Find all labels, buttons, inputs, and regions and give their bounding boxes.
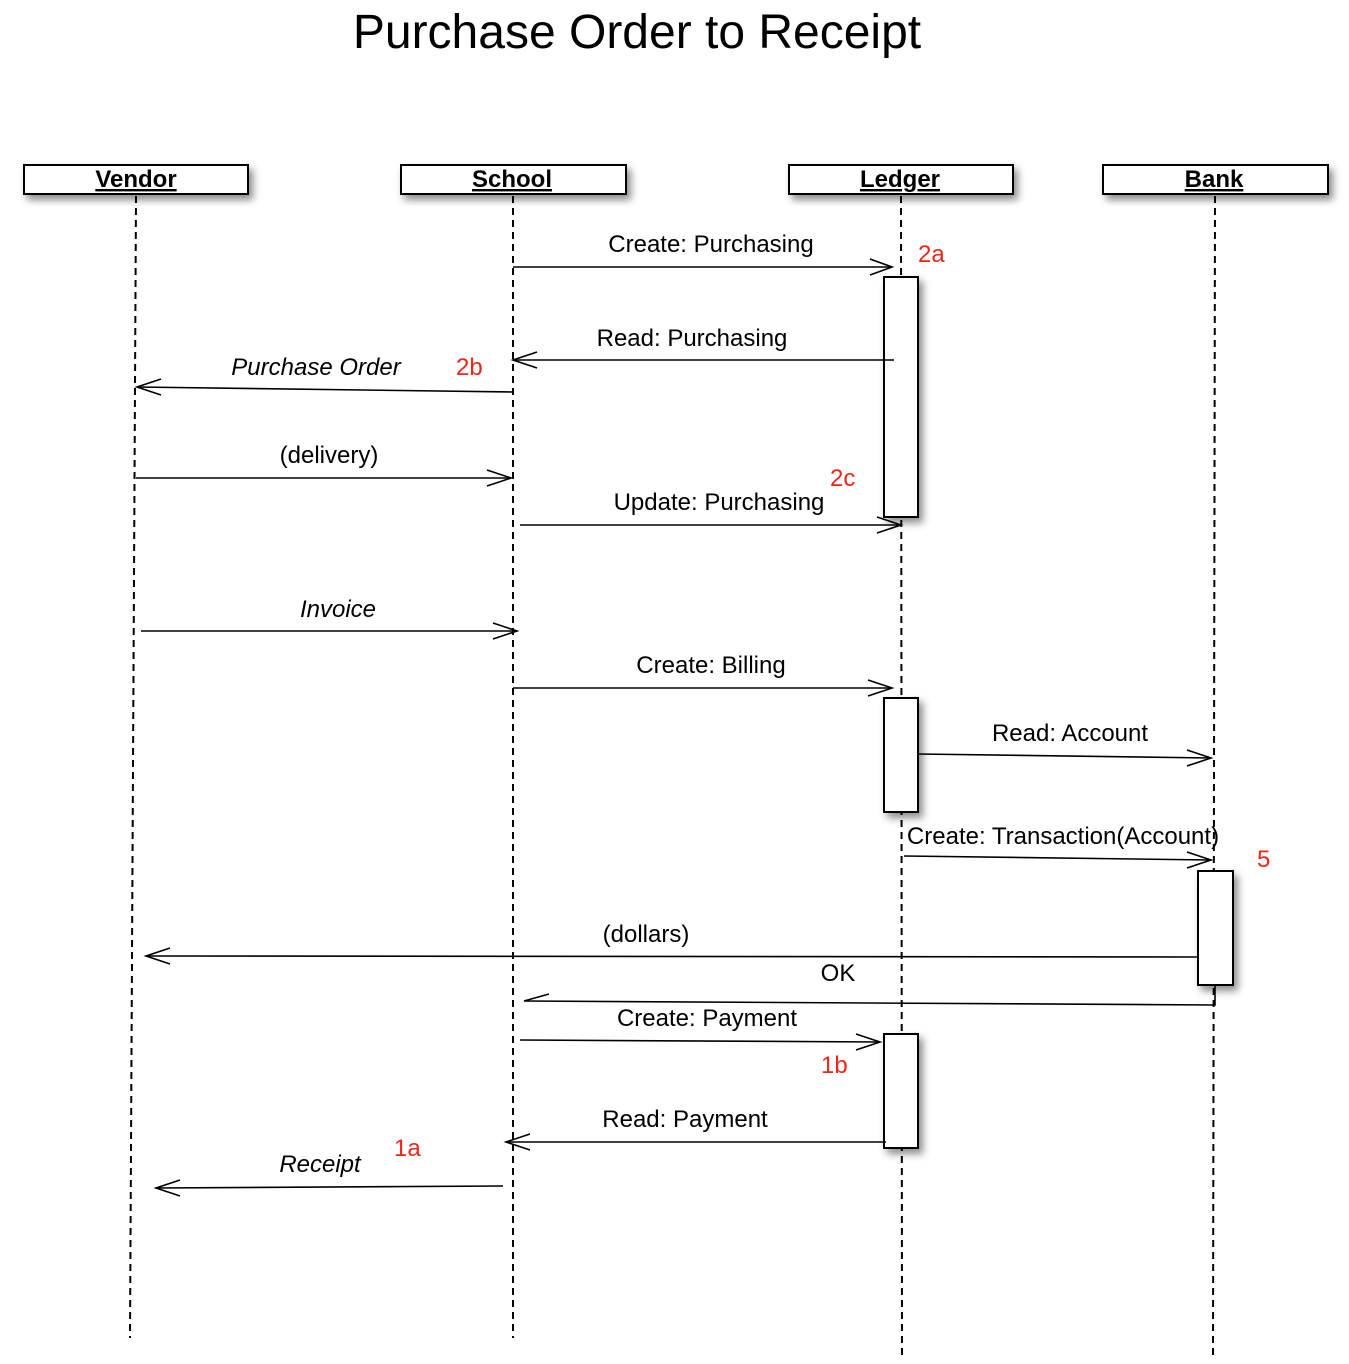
message-invoice: Invoice xyxy=(141,596,520,640)
diagram-title: Purchase Order to Receipt xyxy=(353,6,921,59)
message-read-account: Read: Account xyxy=(917,720,1214,767)
message-dollars: (dollars) xyxy=(143,921,1199,965)
lifeline-vendor xyxy=(129,195,137,1339)
message-label: Create: Transaction(Account) xyxy=(907,823,1219,850)
actor-ledger: Ledger xyxy=(788,164,1014,195)
message-label: Read: Account xyxy=(992,720,1148,747)
arrowhead-icon xyxy=(503,1133,531,1151)
arrowhead-icon xyxy=(869,258,895,276)
message-label: Create: Billing xyxy=(636,652,785,679)
message-receipt: Receipt xyxy=(153,1151,504,1197)
arrowhead-icon xyxy=(510,351,538,369)
message-read-purchasing: Read: Purchasing xyxy=(510,325,894,369)
step-label-2c: 2c xyxy=(830,465,855,492)
message-label: Read: Purchasing xyxy=(597,325,788,352)
message-ok: OK xyxy=(523,960,1216,1006)
message-label: Purchase Order xyxy=(231,354,401,381)
arrowhead-icon xyxy=(492,622,520,640)
activation-ledger-payment xyxy=(883,1033,919,1149)
message-label: Receipt xyxy=(279,1151,362,1178)
message-label: Create: Payment xyxy=(617,1005,797,1032)
step-label-1a: 1a xyxy=(394,1135,421,1162)
message-purchase-order: Purchase Order xyxy=(134,354,514,396)
message-delivery: (delivery) xyxy=(136,442,514,487)
arrowhead-icon xyxy=(1186,749,1214,767)
actor-vendor-label: Vendor xyxy=(95,166,176,193)
arrowhead-icon xyxy=(134,378,162,396)
arrowhead-icon xyxy=(153,1179,181,1197)
message-create-purchasing: Create: Purchasing xyxy=(513,231,895,276)
activation-ledger-purchasing xyxy=(883,276,919,518)
step-label-5: 5 xyxy=(1257,846,1270,873)
step-label-1b: 1b xyxy=(821,1052,848,1079)
actor-vendor: Vendor xyxy=(23,164,249,195)
step-label-2b: 2b xyxy=(456,354,483,381)
half-arrowhead-icon xyxy=(523,993,550,1002)
message-create-billing: Create: Billing xyxy=(513,652,895,697)
arrowhead-icon xyxy=(1186,851,1214,869)
message-label: Invoice xyxy=(300,596,376,623)
lifeline-bank xyxy=(1212,195,1216,1361)
arrowhead-icon xyxy=(867,679,895,697)
arrowhead-icon xyxy=(855,1033,883,1051)
message-label: Update: Purchasing xyxy=(614,489,825,516)
message-update-purchasing: Update: Purchasing xyxy=(520,489,904,534)
actor-school-label: School xyxy=(472,166,552,193)
activation-ledger-billing xyxy=(883,697,919,813)
actor-bank-label: Bank xyxy=(1185,166,1244,193)
message-label: Create: Purchasing xyxy=(608,231,813,258)
arrowhead-icon xyxy=(486,469,514,487)
message-create-payment: Create: Payment xyxy=(519,1005,883,1051)
arrowhead-icon xyxy=(143,947,171,965)
activation-bank-transaction xyxy=(1197,870,1234,986)
arrowhead-icon xyxy=(876,516,904,534)
actor-bank: Bank xyxy=(1102,164,1329,195)
actor-ledger-label: Ledger xyxy=(860,166,940,193)
step-label-2a: 2a xyxy=(918,241,945,268)
message-read-payment: Read: Payment xyxy=(503,1106,886,1151)
message-label: Read: Payment xyxy=(602,1106,768,1133)
message-label: OK xyxy=(821,960,856,987)
message-create-transaction: Create: Transaction(Account) xyxy=(903,823,1219,869)
message-label: (delivery) xyxy=(280,442,379,469)
actor-school: School xyxy=(400,164,627,195)
message-label: (dollars) xyxy=(603,921,690,948)
